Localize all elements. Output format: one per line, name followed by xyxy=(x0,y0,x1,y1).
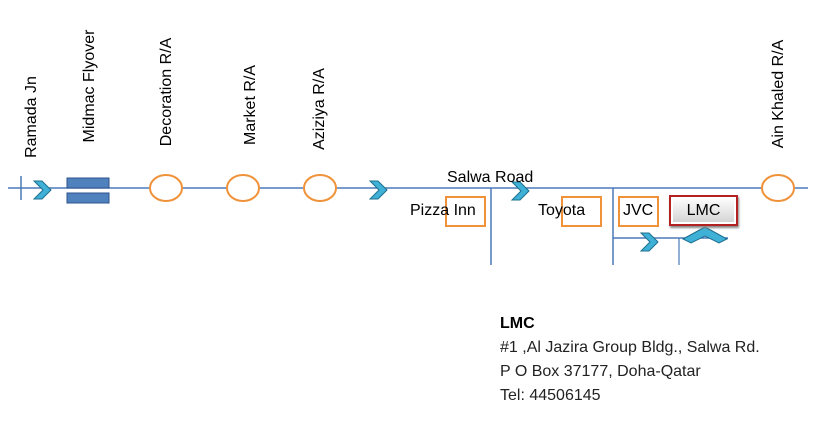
address-block: LMC #1 ,Al Jazira Group Bldg., Salwa Rd.… xyxy=(500,312,760,408)
address-phone: Tel: 44506145 xyxy=(500,387,601,404)
roundabout-aziziya xyxy=(303,174,337,202)
address-line-1: #1 ,Al Jazira Group Bldg., Salwa Rd. xyxy=(500,339,760,356)
lmc-location-button[interactable]: LMC xyxy=(669,195,738,226)
lmc-location-label: LMC xyxy=(686,201,721,219)
landmark-label-decoration: Decoration R/A xyxy=(158,37,175,147)
direction-arrow-icon xyxy=(32,180,52,200)
direction-arrow-icon xyxy=(510,181,530,201)
jvc-marker xyxy=(618,196,659,227)
toyota-label: Toyota xyxy=(538,202,586,219)
direction-arrow-icon xyxy=(639,232,659,252)
roundabout-decoration xyxy=(149,174,183,202)
landmark-label-market: Market R/A xyxy=(242,64,259,146)
toyota-marker xyxy=(561,196,602,227)
address-line-2: P O Box 37177, Doha-Qatar xyxy=(500,363,701,380)
pizza-inn-label: Pizza Inn xyxy=(410,202,476,219)
landmark-label-midmac: Midmac Flyover xyxy=(81,29,98,143)
address-title: LMC xyxy=(500,315,535,332)
roundabout-ain-khaled xyxy=(761,174,795,202)
direction-arrow-icon xyxy=(368,180,388,200)
jvc-label: JVC xyxy=(623,202,654,219)
landmark-label-aziziya: Aziziya R/A xyxy=(311,68,328,150)
landmark-label-ain-khaled: Ain Khaled R/A xyxy=(770,39,787,149)
road-name-label: Salwa Road xyxy=(447,169,534,186)
flyover-bar-top xyxy=(66,177,110,189)
turn-arrow-icon xyxy=(681,226,729,244)
roundabout-market xyxy=(226,174,260,202)
landmark-label-ramada: Ramada Jn xyxy=(23,76,40,158)
flyover-bar-bottom xyxy=(66,192,110,204)
pizza-inn-marker xyxy=(445,196,486,227)
